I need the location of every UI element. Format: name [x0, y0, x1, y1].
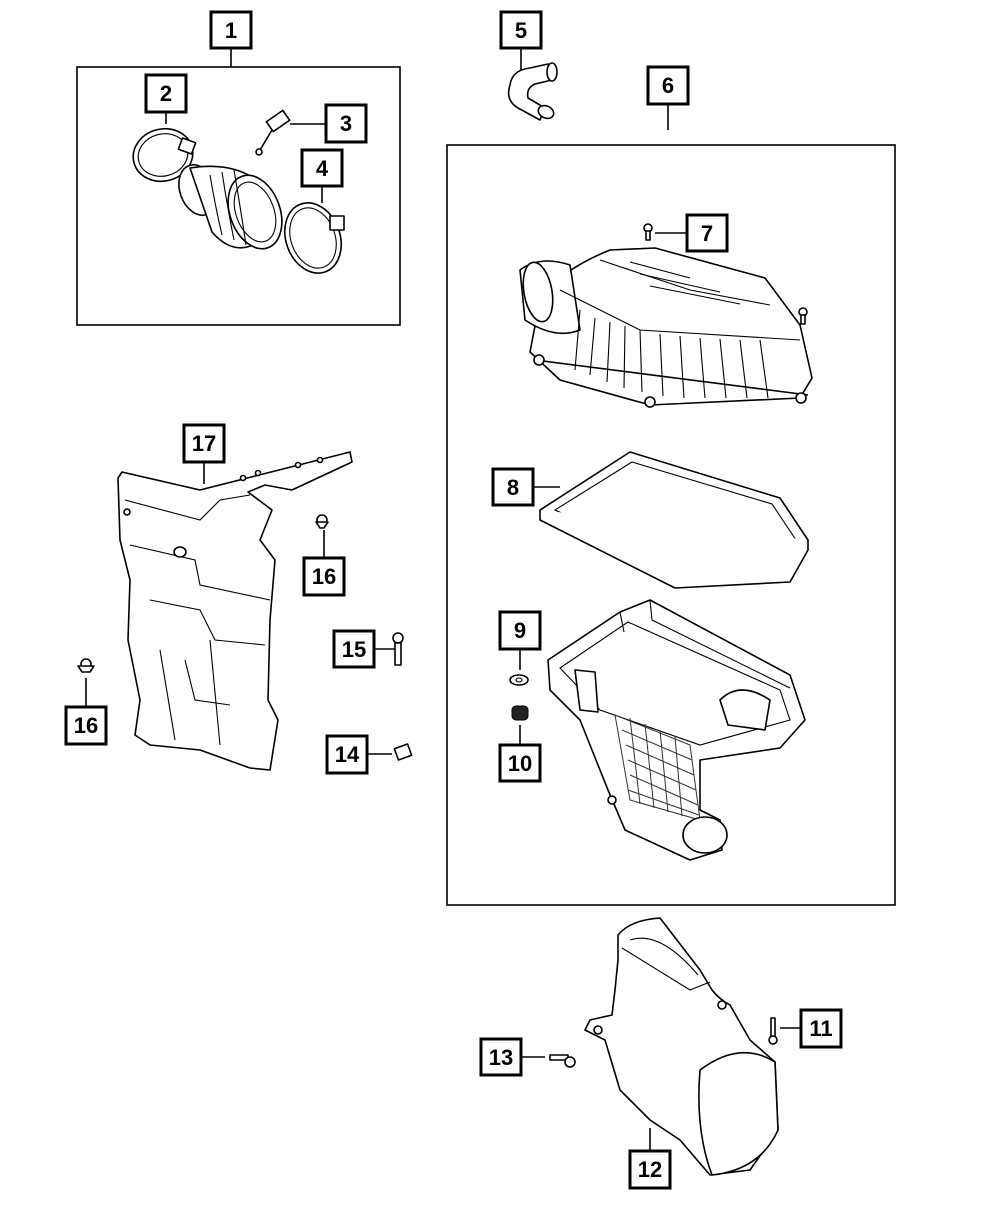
clip-part-16-left [77, 658, 95, 673]
screw-part-13 [549, 1054, 576, 1068]
clamp-part-2 [132, 127, 197, 183]
clamp-part-4 [283, 202, 345, 274]
bolt-part-15 [392, 632, 404, 666]
callout-10: 10 [498, 743, 542, 783]
callout-6: 6 [646, 65, 690, 106]
callout-16: 16 [302, 556, 346, 597]
air-cleaner-housing [547, 599, 806, 861]
callout-7: 7 [685, 213, 729, 253]
hose-coupler-part-1 [178, 164, 283, 250]
callout-16-left: 16 [64, 705, 108, 746]
screw-part-7 [643, 223, 808, 325]
callout-label-5: 5 [515, 18, 527, 43]
callout-11: 11 [799, 1008, 843, 1049]
callout-4: 4 [300, 148, 344, 188]
callout-label-16-left: 16 [74, 713, 98, 738]
callout-label-10: 10 [508, 751, 532, 776]
grommet-part-10 [511, 705, 529, 721]
callout-label-6: 6 [662, 73, 674, 98]
callout-1: 1 [209, 10, 253, 50]
callout-label-4: 4 [316, 156, 329, 181]
duct-part-12 [584, 917, 779, 1176]
shield-part-17 [117, 451, 353, 771]
callout-label-12: 12 [638, 1157, 662, 1182]
grommet-part-9 [509, 674, 529, 686]
callout-3: 3 [324, 103, 368, 144]
callout-13: 13 [479, 1037, 523, 1077]
callout-2: 2 [144, 73, 188, 114]
callout-label-8: 8 [507, 475, 519, 500]
callout-label-11: 11 [809, 1016, 832, 1041]
callout-label-16: 16 [312, 564, 336, 589]
screw-part-11 [768, 1017, 778, 1045]
callout-label-13: 13 [489, 1045, 513, 1070]
sensor-part-3 [255, 109, 291, 156]
filter-element-part-8 [539, 451, 809, 589]
callout-8: 8 [491, 467, 535, 507]
callout-14: 14 [325, 734, 369, 775]
clip-part-16 [315, 514, 329, 529]
group-box-6 [446, 144, 896, 906]
callout-label-17: 17 [192, 431, 216, 456]
callout-label-2: 2 [160, 81, 172, 106]
callout-9: 9 [498, 610, 542, 651]
callout-label-15: 15 [342, 637, 366, 662]
callout-17: 17 [182, 423, 226, 464]
group-box-1 [76, 66, 401, 326]
air-cleaner-cover [519, 247, 813, 408]
callout-label-1: 1 [225, 18, 237, 43]
callout-15: 15 [332, 629, 376, 669]
callout-label-14: 14 [335, 742, 360, 767]
hose-part-5 [507, 62, 558, 121]
callout-label-9: 9 [514, 618, 526, 643]
callout-5: 5 [499, 10, 543, 50]
callout-label-3: 3 [340, 111, 352, 136]
nut-part-14 [393, 743, 413, 761]
callout-label-7: 7 [701, 221, 713, 246]
leader-lines [85, 48, 801, 1151]
callout-12: 12 [628, 1149, 672, 1190]
